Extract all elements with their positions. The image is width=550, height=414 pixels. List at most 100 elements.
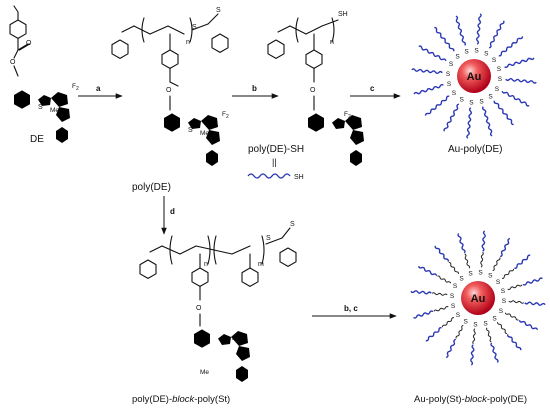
- thiolate-S-label: S: [468, 271, 473, 278]
- thiolate-S-label: S: [502, 298, 507, 305]
- poly-de-chain: [481, 230, 486, 252]
- thiolate-S-label: S: [452, 90, 457, 97]
- thiolate-S-label: S: [496, 279, 501, 286]
- poly-de-chain: [413, 83, 444, 95]
- polymer-label: poly(DE): [132, 182, 171, 193]
- methyl-label: Me: [50, 107, 59, 114]
- thiolate-S-label: S: [447, 81, 452, 88]
- step-a-label: a: [96, 84, 101, 93]
- poly-de-chain: [434, 245, 449, 262]
- thiolate-S-label: S: [484, 51, 489, 58]
- poly-de-chain: [413, 310, 434, 319]
- thiolate-S-label: S: [449, 61, 454, 68]
- poly-de-chain: [434, 26, 455, 52]
- polymer-thione-S-label: S: [216, 7, 221, 14]
- poly-st-chain: [437, 275, 452, 284]
- thiolate-S-label: S: [478, 270, 483, 277]
- thiolate-S-label: S: [469, 99, 474, 106]
- step-c-label: c: [370, 84, 375, 93]
- block-thione-S-label: S: [290, 221, 295, 228]
- poly-de-chain: [504, 57, 535, 69]
- poly-de-chain: [418, 45, 447, 62]
- thiolate-S-label: S: [464, 49, 469, 56]
- thiolate-S-label: S: [499, 308, 504, 315]
- thiolate-S-label: S: [459, 275, 464, 282]
- thiolate-S-label: S: [501, 288, 506, 295]
- thiolate-S-label: S: [479, 98, 484, 105]
- au-polymer-label: Au-poly(DE): [448, 144, 502, 155]
- poly-st-chain: [431, 292, 448, 296]
- block-copolymer-label: poly(DE)-block-poly(St): [132, 394, 230, 405]
- block-n-label: n: [204, 261, 208, 268]
- step-b-label: b: [252, 84, 257, 93]
- thiolate-S-label: S: [446, 71, 451, 78]
- thiolate-S-label: S: [488, 273, 493, 280]
- poly-de-chain: [424, 95, 450, 116]
- poly-st-chain: [441, 317, 455, 328]
- equivalence-mark: ||: [272, 157, 277, 167]
- wavy-chain-icon: [247, 173, 291, 179]
- poly-de-chain: [457, 233, 466, 254]
- thiol-SH-label: SH: [338, 11, 348, 18]
- carbonyl-O-label: O: [26, 40, 32, 47]
- poly-de-chain: [443, 103, 460, 132]
- poly-st-chain: [501, 268, 515, 279]
- poly-de-chain: [514, 254, 531, 269]
- thiolate-S-label: S: [455, 53, 460, 60]
- poly-de-chain: [488, 20, 505, 49]
- poly-st-chain: [448, 261, 459, 275]
- fluorine-label: F2: [72, 83, 79, 92]
- poly-de-chain: [507, 334, 522, 351]
- thiolate-S-label: S: [450, 293, 455, 300]
- block-fluorine-label: F2: [232, 335, 239, 344]
- poly-de-chain: [505, 78, 537, 84]
- poly-st-chain: [433, 306, 449, 312]
- poly-de-chain: [445, 338, 456, 359]
- poly-de-chain: [481, 106, 493, 137]
- thiolate-S-label: S: [460, 96, 465, 103]
- thiolate-S-label: S: [464, 318, 469, 325]
- wavy-chain-SH-label: SH: [294, 174, 304, 181]
- poly-st-chain: [507, 284, 523, 290]
- thiolate-S-label: S: [495, 86, 500, 93]
- poly-de-chain: [518, 320, 539, 331]
- thiolate-S-label: S: [492, 57, 497, 64]
- poly-de-chain: [493, 100, 514, 126]
- poly-st-chain: [508, 300, 525, 304]
- thiolate-S-label: S: [473, 321, 478, 328]
- thiol-polymer-label: poly(DE)-SH: [248, 144, 304, 155]
- block-O-label: O: [196, 305, 202, 312]
- poly-de-chain: [500, 237, 511, 258]
- poly-de-chain: [501, 90, 530, 107]
- poly-st-chain: [486, 327, 492, 343]
- thiol-fluorine-label: F2: [344, 111, 351, 120]
- poly-st-chain: [497, 321, 508, 335]
- thiolate-S-label: S: [453, 283, 458, 290]
- poly-de-chain: [476, 13, 482, 45]
- poly-st-chain: [480, 251, 484, 268]
- poly-de-chain: [410, 290, 432, 295]
- polymer-n-label: n: [186, 39, 190, 46]
- block-copolymer-structure: [139, 227, 297, 382]
- polymer-S-label: S: [192, 24, 197, 31]
- poly-st-chain: [464, 253, 470, 269]
- gold-core: [461, 281, 495, 315]
- step-d-label: d: [170, 207, 175, 216]
- thiolate-S-label: S: [474, 48, 479, 55]
- monomer-structure: [9, 5, 70, 143]
- polymer-methyl-label: Me: [200, 130, 209, 137]
- polymer-structure: [111, 13, 229, 166]
- gold-core: [457, 59, 491, 93]
- poly-de-chain: [498, 36, 524, 57]
- thiolate-S-label: S: [498, 76, 503, 83]
- thiol-n-label: n: [330, 39, 334, 46]
- ester-O-label: O: [10, 59, 16, 66]
- block-methyl-label: Me: [200, 369, 209, 376]
- block-S-label: S: [266, 235, 271, 242]
- poly-de-chain: [470, 344, 475, 366]
- block-m-label: m: [258, 261, 264, 268]
- thiolate-S-label: S: [456, 312, 461, 319]
